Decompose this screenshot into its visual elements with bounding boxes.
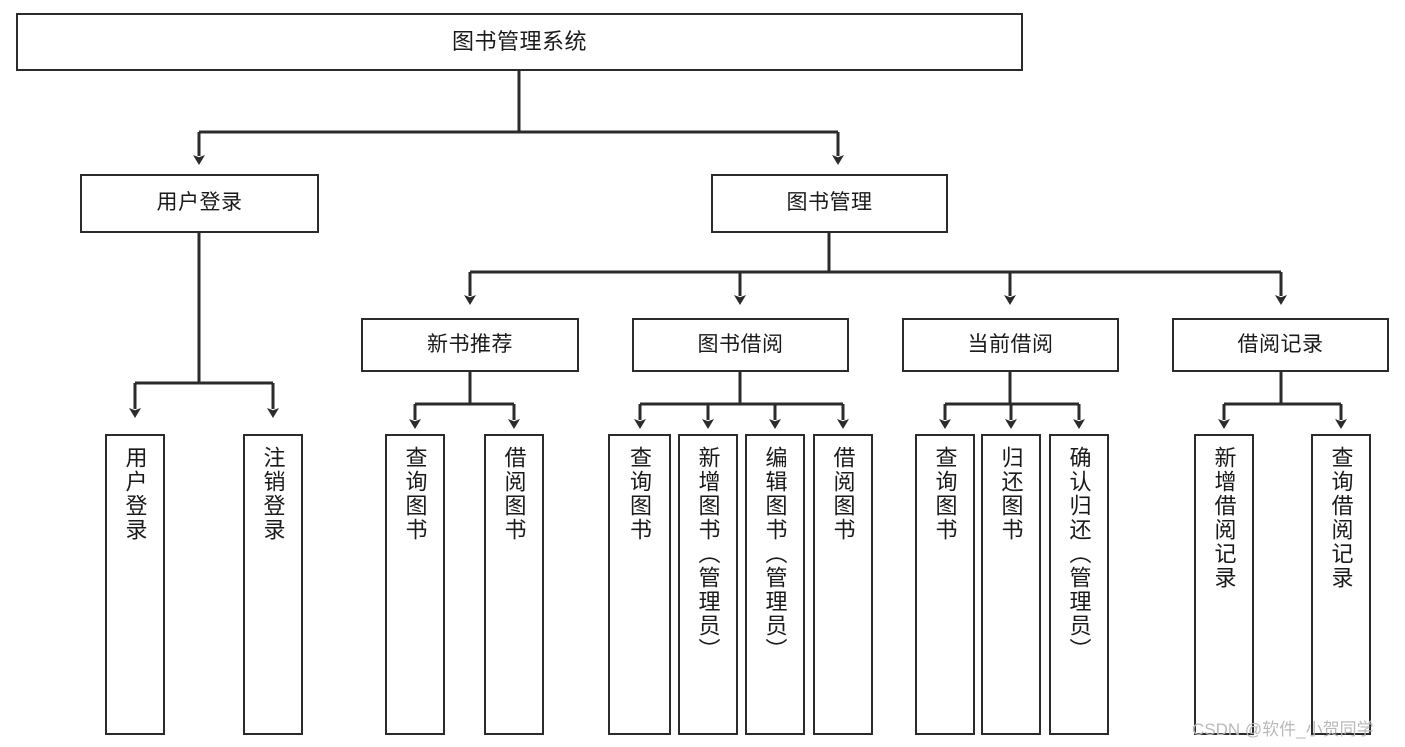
- node-user-login[interactable]: 用户登录: [80, 174, 319, 233]
- node-book-manage[interactable]: 图书管理: [711, 174, 948, 233]
- leaf-logout-login-label: 注销登录: [260, 446, 286, 542]
- leaf-borrow-book-2[interactable]: 借阅图书: [813, 434, 873, 735]
- leaf-edit-book[interactable]: 编辑图书（管理员）: [745, 434, 805, 735]
- leaf-user-login[interactable]: 用户登录: [105, 434, 165, 735]
- leaf-query-book-1-label: 查询图书: [402, 446, 428, 542]
- node-current-borrow[interactable]: 当前借阅: [902, 318, 1119, 372]
- leaf-confirm-return-label: 确认归还（管理员）: [1066, 446, 1092, 662]
- leaf-return-book-label: 归还图书: [998, 446, 1024, 542]
- node-new-book-rec-label: 新书推荐: [427, 332, 513, 356]
- csdn-watermark: CSDN @软件_小贺同学: [1192, 720, 1374, 739]
- node-current-borrow-label: 当前借阅: [967, 332, 1054, 356]
- leaf-add-record[interactable]: 新增借阅记录: [1194, 434, 1254, 735]
- node-book-borrow[interactable]: 图书借阅: [632, 318, 849, 372]
- leaf-edit-book-label: 编辑图书（管理员）: [762, 446, 788, 662]
- node-book-manage-label: 图书管理: [786, 191, 873, 215]
- leaf-query-book-2-label: 查询图书: [627, 446, 653, 542]
- leaf-return-book[interactable]: 归还图书: [981, 434, 1041, 735]
- node-book-borrow-label: 图书借阅: [697, 332, 784, 356]
- leaf-query-book-2[interactable]: 查询图书: [608, 434, 671, 735]
- node-new-book-rec[interactable]: 新书推荐: [361, 318, 579, 372]
- leaf-query-record[interactable]: 查询借阅记录: [1311, 434, 1371, 735]
- node-root[interactable]: 图书管理系统: [16, 13, 1023, 71]
- leaf-logout-login[interactable]: 注销登录: [243, 434, 303, 735]
- leaf-add-book[interactable]: 新增图书（管理员）: [678, 434, 738, 735]
- leaf-query-book-3[interactable]: 查询图书: [915, 434, 975, 735]
- leaf-user-login-label: 用户登录: [122, 446, 148, 542]
- leaf-query-book-3-label: 查询图书: [932, 446, 958, 542]
- leaf-add-record-label: 新增借阅记录: [1211, 446, 1237, 590]
- node-borrow-record-label: 借阅记录: [1237, 332, 1324, 356]
- leaf-query-book-1[interactable]: 查询图书: [385, 434, 445, 735]
- leaf-borrow-book-1[interactable]: 借阅图书: [484, 434, 544, 735]
- leaf-borrow-book-2-label: 借阅图书: [830, 446, 856, 542]
- leaf-add-book-label: 新增图书（管理员）: [695, 446, 721, 662]
- node-user-login-label: 用户登录: [156, 191, 243, 215]
- leaf-query-record-label: 查询借阅记录: [1328, 446, 1354, 590]
- node-borrow-record[interactable]: 借阅记录: [1172, 318, 1389, 372]
- leaf-confirm-return[interactable]: 确认归还（管理员）: [1049, 434, 1109, 735]
- leaf-borrow-book-1-label: 借阅图书: [501, 446, 527, 542]
- node-root-label: 图书管理系统: [451, 29, 587, 55]
